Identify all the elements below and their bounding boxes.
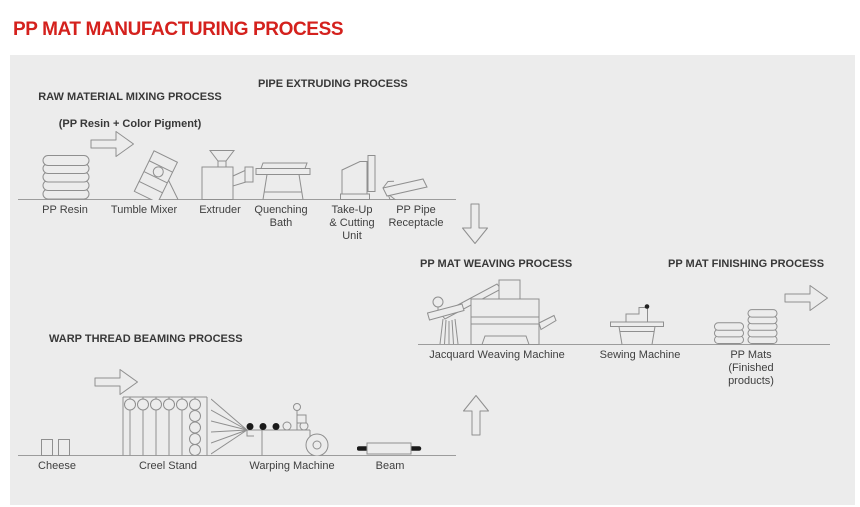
flow-arrow-right-mixing-icon (90, 130, 135, 158)
sewing-machine-label: Sewing Machine (599, 349, 681, 361)
extruder-icon (200, 150, 254, 200)
section-pipe-extruding: PIPE EXTRUDING PROCESS (258, 78, 408, 90)
take-up-cutting-unit-icon (340, 155, 378, 200)
section-raw-material-mixing-title: RAW MATERIAL MIXING PROCESS (38, 90, 222, 103)
warp-thread-fan-lines (211, 396, 249, 456)
warping-machine-icon (246, 402, 334, 456)
beam-label: Beam (375, 460, 405, 472)
flow-arrow-up-icon (462, 394, 490, 436)
section-raw-material-mixing-subtitle: (PP Resin + Color Pigment) (58, 117, 202, 130)
quenching-bath-label: Quenching Bath (254, 204, 308, 229)
ground-line-beaming-row (18, 455, 456, 456)
take-up-cutting-unit-label: Take-Up & Cutting Unit (329, 204, 375, 242)
section-pp-mat-weaving: PP MAT WEAVING PROCESS (420, 258, 573, 270)
quenching-bath-icon (254, 162, 312, 200)
cheese-icon (41, 439, 71, 456)
pp-resin-label: PP Resin (42, 204, 88, 216)
diagram-panel (10, 55, 855, 505)
pp-pipe-receptacle-icon (382, 173, 430, 200)
flow-arrow-right-beaming-icon (94, 368, 139, 396)
ground-line-weaving-row (418, 344, 830, 345)
creel-stand-label: Creel Stand (138, 460, 198, 472)
pp-mats-label: PP Mats (Finished products) (728, 349, 774, 387)
jacquard-weaving-machine-icon (427, 277, 557, 345)
jacquard-weaving-machine-label: Jacquard Weaving Machine (429, 349, 565, 361)
creel-stand-icon (122, 394, 212, 456)
extruder-label: Extruder (199, 204, 241, 216)
section-pp-mat-finishing: PP MAT FINISHING PROCESS (668, 258, 825, 270)
sewing-machine-icon (610, 304, 664, 345)
beam-icon (357, 441, 423, 456)
pp-pipe-receptacle-label: PP Pipe Receptacle (388, 204, 444, 229)
flow-arrow-down-icon (461, 203, 489, 245)
pp-mats-icon (714, 309, 778, 344)
tumble-mixer-icon (126, 147, 184, 200)
section-raw-material-mixing: RAW MATERIAL MIXING PROCESS (PP Resin + … (28, 77, 232, 145)
warping-machine-label: Warping Machine (249, 460, 335, 472)
tumble-mixer-label: Tumble Mixer (110, 204, 178, 216)
page-title: PP MAT MANUFACTURING PROCESS (13, 19, 344, 40)
pp-resin-icon (42, 155, 90, 200)
cheese-label: Cheese (38, 460, 76, 472)
ground-line-extruding-row (18, 199, 456, 200)
flow-arrow-right-finishing-icon (784, 284, 829, 312)
section-warp-thread-beaming: WARP THREAD BEAMING PROCESS (49, 333, 243, 345)
